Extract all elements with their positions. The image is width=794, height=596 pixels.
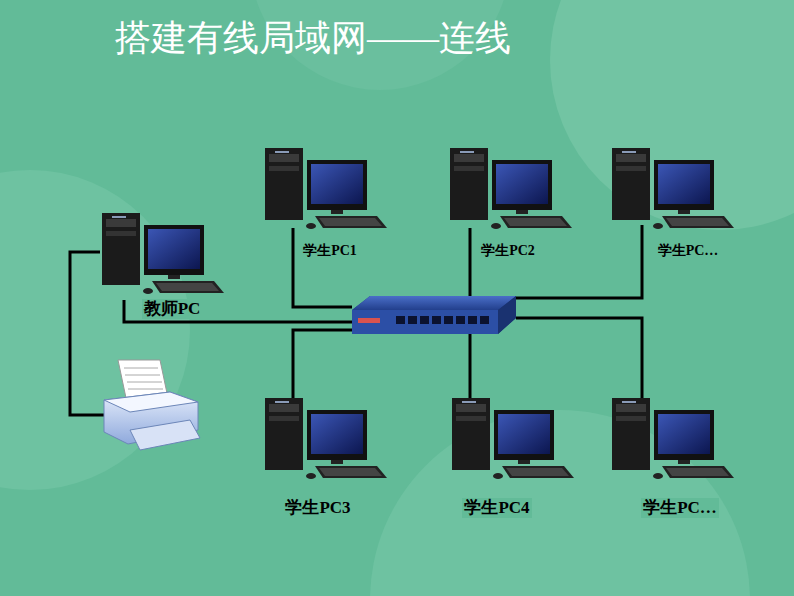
cable — [70, 252, 104, 415]
computer-label: 学生PC2 — [479, 243, 537, 259]
title: 搭建有线局域网——连线 — [115, 14, 511, 63]
cable — [516, 318, 642, 400]
computer-node: 学生PC4 — [462, 498, 531, 518]
printer — [104, 360, 200, 450]
computer-node: 学生PC3 — [283, 498, 352, 518]
switch — [352, 296, 516, 334]
cable — [469, 228, 472, 298]
computer-icon — [102, 213, 224, 294]
computer-node: 学生PC… — [641, 498, 719, 518]
computer-label: 学生PC4 — [462, 498, 531, 518]
computer-label: 教师PC — [142, 299, 203, 319]
computer-node: 教师PC — [142, 299, 203, 319]
computer-icon — [450, 148, 572, 229]
computer-label: 学生PC… — [641, 498, 719, 518]
blob — [550, 0, 794, 230]
computer-label: 学生PC… — [656, 243, 721, 259]
computer-label: 学生PC3 — [283, 498, 352, 518]
cable — [293, 330, 352, 400]
blob — [370, 410, 750, 596]
cable-group — [70, 225, 642, 415]
computer-node: 学生PC2 — [479, 241, 537, 259]
cable — [516, 225, 642, 298]
computer-label: 学生PC1 — [301, 243, 359, 259]
computer-icon — [265, 398, 387, 479]
computer-node: 学生PC1 — [301, 241, 359, 259]
computer-node: 学生PC… — [656, 241, 721, 259]
computer-icon — [452, 398, 574, 479]
cable — [293, 228, 352, 307]
cable — [469, 334, 472, 400]
computer-icon — [265, 148, 387, 229]
computer-icon — [612, 398, 734, 479]
cable — [124, 300, 352, 322]
computer-icon — [612, 148, 734, 229]
